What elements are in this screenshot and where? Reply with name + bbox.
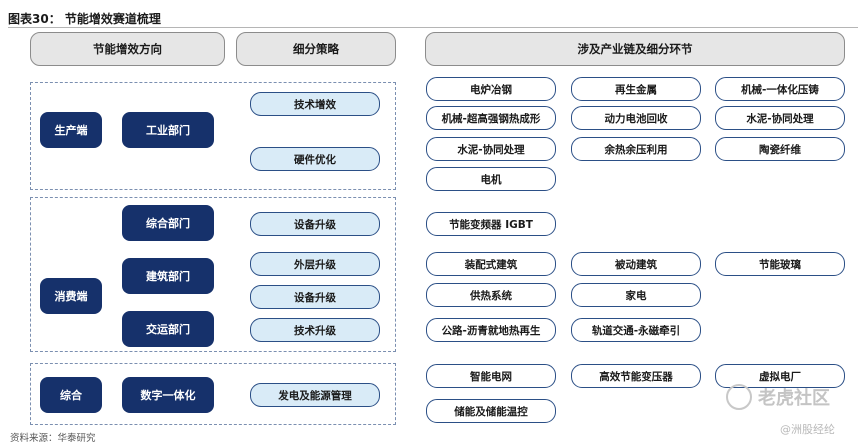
chain-item: 家电 — [571, 283, 701, 307]
watermark-handle: @洲股经纶 — [780, 423, 835, 436]
group-integrated: 综合 — [40, 377, 102, 413]
strategy-equipment-upgrade-2: 设备升级 — [250, 285, 380, 309]
chain-item: 陶瓷纤维 — [715, 137, 845, 161]
chain-item: 机械-一体化压铸 — [715, 77, 845, 101]
chain-item: 电机 — [426, 167, 556, 191]
dept-industry: 工业部门 — [122, 112, 214, 148]
watermark-logo-icon — [726, 384, 752, 410]
chain-item: 节能变频器 IGBT — [426, 212, 556, 236]
figure-title: 图表30： 节能增效赛道梳理 — [8, 12, 161, 26]
chain-item: 智能电网 — [426, 364, 556, 388]
group-box-production — [30, 82, 396, 190]
header-direction: 节能增效方向 — [30, 32, 225, 66]
chain-item: 供热系统 — [426, 283, 556, 307]
group-box-integrated — [30, 363, 396, 425]
header-strategy: 细分策略 — [236, 32, 396, 66]
chain-item: 机械-超高强钢热成形 — [426, 106, 556, 130]
dept-building: 建筑部门 — [122, 258, 214, 294]
chain-item: 储能及储能温控 — [426, 399, 556, 423]
chain-item: 装配式建筑 — [426, 252, 556, 276]
dept-digital: 数字一体化 — [122, 377, 214, 413]
strategy-tech-upgrade: 技术升级 — [250, 318, 380, 342]
dept-transport: 交运部门 — [122, 311, 214, 347]
chain-item: 动力电池回收 — [571, 106, 701, 130]
chain-item: 虚拟电厂 — [715, 364, 845, 388]
strategy-power-management: 发电及能源管理 — [250, 383, 380, 407]
chain-item: 水泥-协同处理 — [426, 137, 556, 161]
group-box-consumption — [30, 197, 396, 352]
source-note: 资料来源：华泰研究 — [10, 433, 96, 444]
watermark-brand: 老虎社区 — [758, 388, 830, 409]
group-production: 生产端 — [40, 112, 102, 148]
group-consumption: 消费端 — [40, 278, 102, 314]
chain-item: 电炉冶钢 — [426, 77, 556, 101]
chain-item: 被动建筑 — [571, 252, 701, 276]
chain-item: 公路-沥青就地热再生 — [426, 318, 556, 342]
strategy-equipment-upgrade: 设备升级 — [250, 212, 380, 236]
strategy-envelope-upgrade: 外层升级 — [250, 252, 380, 276]
title-divider — [8, 27, 858, 28]
chain-item: 高效节能变压器 — [571, 364, 701, 388]
chain-item: 轨道交通-永磁牵引 — [571, 318, 701, 342]
chain-item: 水泥-协同处理 — [715, 106, 845, 130]
chain-item: 余热余压利用 — [571, 137, 701, 161]
strategy-hardware-optimization: 硬件优化 — [250, 147, 380, 171]
chain-item: 再生金属 — [571, 77, 701, 101]
dept-general: 综合部门 — [122, 205, 214, 241]
strategy-tech-efficiency: 技术增效 — [250, 92, 380, 116]
header-chain: 涉及产业链及细分环节 — [425, 32, 845, 66]
chain-item: 节能玻璃 — [715, 252, 845, 276]
